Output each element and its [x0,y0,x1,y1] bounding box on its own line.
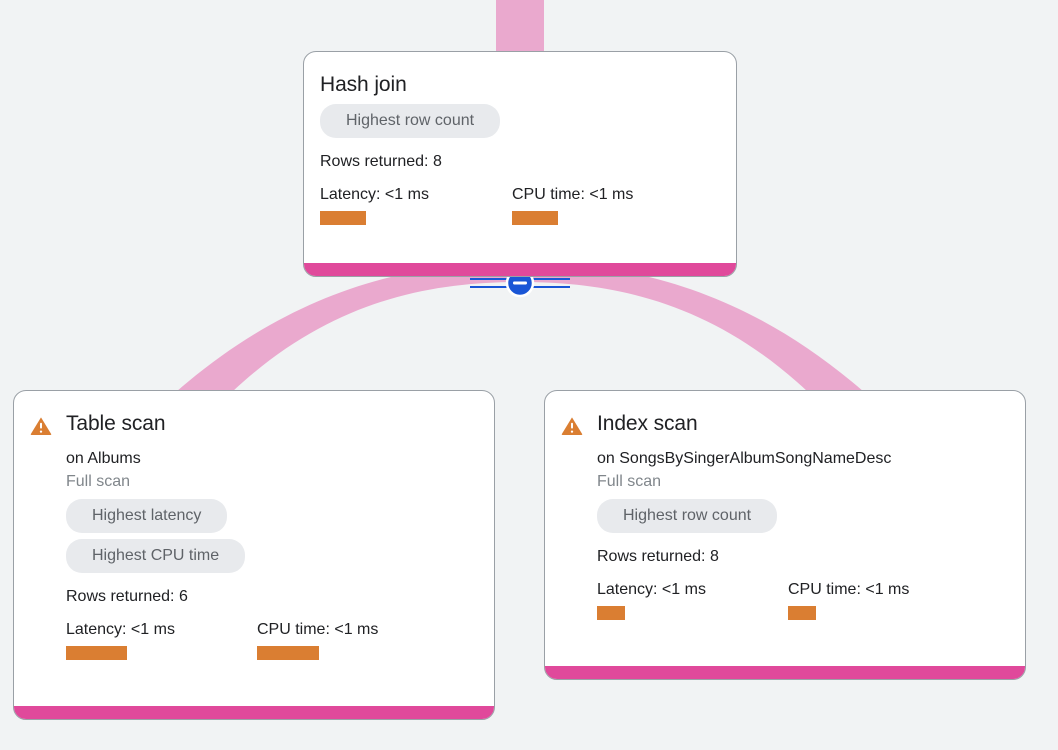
node-body: Index scan on SongsBySingerAlbumSongName… [545,391,1025,634]
node-header: Hash join [320,72,720,97]
rows-returned: Rows returned: 8 [320,153,442,170]
node-header: Table scan [30,411,478,437]
metric-cpu-time: CPU time: <1 ms [788,580,909,620]
node-accent-bar [14,706,494,719]
warning-triangle-icon [561,417,583,435]
plan-node-index-scan[interactable]: Index scan on SongsBySingerAlbumSongName… [544,390,1026,680]
metric-cpu-time-label: CPU time: <1 ms [788,581,910,598]
metric-cpu-time-label: CPU time: <1 ms [512,186,634,203]
node-body: Table scan on Albums Full scan Highest l… [14,391,494,674]
node-content: on Albums Full scan Highest latency High… [66,448,478,660]
node-accent-bar [545,666,1025,679]
node-chips: Highest row count [320,104,720,144]
node-metrics: Latency: <1 ms CPU time: <1 ms [597,580,1009,620]
minus-icon [513,281,527,285]
node-scan-type: Full scan [66,473,131,490]
rows-returned: Rows returned: 6 [66,588,188,605]
node-title: Table scan [66,412,166,435]
metric-cpu-time-label: CPU time: <1 ms [257,621,379,638]
metric-cpu-time-bar [788,606,816,620]
metric-cpu-time-bar [512,211,558,225]
badge-highest-row-count: Highest row count [597,499,778,533]
metric-cpu-time: CPU time: <1 ms [257,620,378,660]
node-accent-bar [304,263,736,276]
warning-triangle-icon [30,417,52,435]
node-scan-type: Full scan [597,473,662,490]
node-header: Index scan [561,411,1009,437]
plan-node-table-scan[interactable]: Table scan on Albums Full scan Highest l… [13,390,495,720]
metric-latency: Latency: <1 ms [597,580,788,620]
metric-latency-bar [66,646,127,660]
metric-latency: Latency: <1 ms [320,185,512,225]
metric-latency: Latency: <1 ms [66,620,257,660]
metric-latency-bar [320,211,366,225]
node-body: Hash join Highest row count Rows returne… [304,52,736,239]
node-chips: Highest row count [597,499,1009,539]
node-chips: Highest latency Highest CPU time [66,499,478,579]
node-metrics: Latency: <1 ms CPU time: <1 ms [66,620,478,660]
edge-incoming-hash-join [496,0,544,52]
metric-latency-label: Latency: <1 ms [597,581,706,598]
metric-cpu-time: CPU time: <1 ms [512,185,633,225]
metric-latency-label: Latency: <1 ms [66,621,175,638]
node-target: on SongsBySingerAlbumSongNameDesc [597,450,892,467]
badge-highest-cpu-time: Highest CPU time [66,539,246,573]
node-title: Index scan [597,412,698,435]
plan-node-hash-join[interactable]: Hash join Highest row count Rows returne… [303,51,737,277]
metric-latency-bar [597,606,625,620]
badge-highest-latency: Highest latency [66,499,228,533]
node-metrics: Latency: <1 ms CPU time: <1 ms [320,185,720,225]
metric-latency-label: Latency: <1 ms [320,186,429,203]
metric-cpu-time-bar [257,646,319,660]
node-content: on SongsBySingerAlbumSongNameDesc Full s… [597,448,1009,620]
node-content: Highest row count Rows returned: 8 Laten… [320,104,720,225]
badge-highest-row-count: Highest row count [320,104,501,138]
node-target: on Albums [66,450,141,467]
node-title: Hash join [320,73,407,96]
rows-returned: Rows returned: 8 [597,548,719,565]
